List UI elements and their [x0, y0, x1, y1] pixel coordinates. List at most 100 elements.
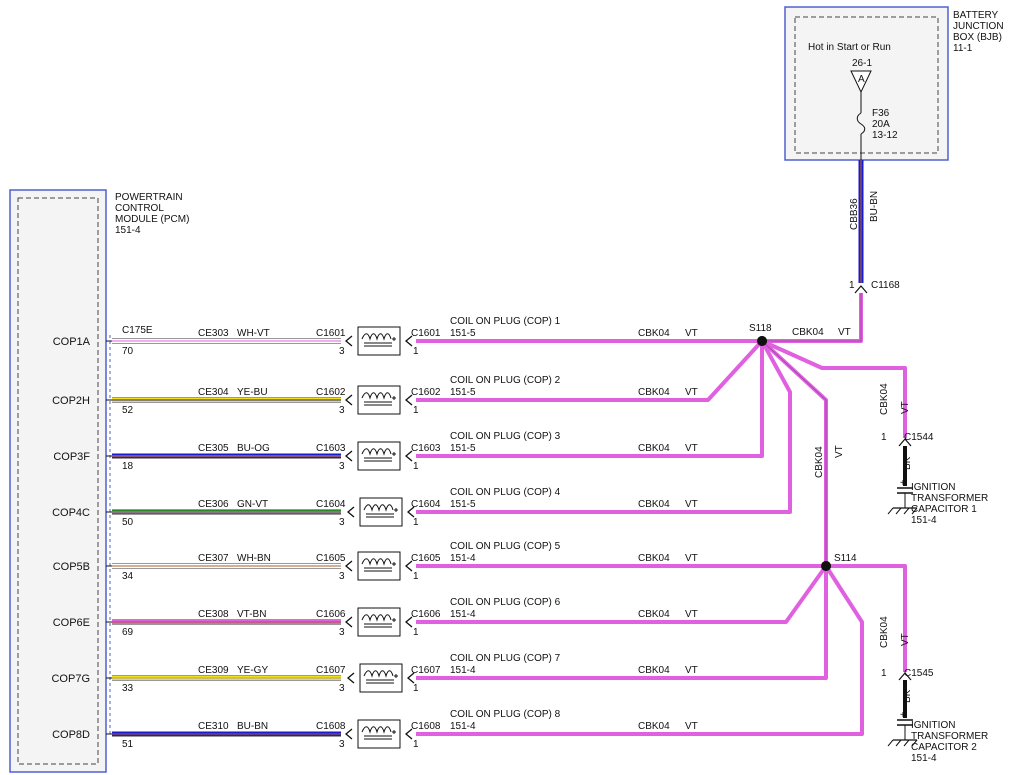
connector-label-in: C1607 [316, 665, 346, 676]
bjb-name-line-1: BATTERY [953, 10, 999, 21]
s118-branch-cop4 [416, 340, 792, 514]
connector-chevron-icon [346, 672, 355, 684]
s114-branch-cop8 [416, 564, 864, 736]
ignition-coil-box [359, 497, 403, 527]
s114-link-color: VT [834, 445, 845, 458]
cap2-connector: C1545 [904, 668, 934, 679]
wire-color: BU-BN [237, 721, 268, 732]
cap2-polarity: + [900, 710, 906, 721]
connector-label-out: C1605 [411, 553, 441, 564]
fuse-name: F36 [872, 108, 890, 119]
cap2-ground-wire: BK [902, 689, 913, 703]
wire-circuit: CE306 [198, 499, 229, 510]
cap2-name-line-3: CAPACITOR 2 [911, 742, 977, 753]
coil-winding-icon [361, 392, 392, 400]
coil-winding-icon [361, 558, 392, 566]
connector-label-in: C1604 [316, 499, 346, 510]
pcm-pin-name: COP1A [53, 336, 91, 348]
splice-s118-label: S118 [749, 323, 772, 334]
pcm-pin-number: 52 [122, 405, 134, 416]
coil-name: COIL ON PLUG (COP) 1 [450, 316, 561, 327]
pcm-pin-number: 33 [122, 683, 134, 694]
connector-pin-out: 1 [413, 627, 419, 638]
pcm-pin-number: 50 [122, 517, 134, 528]
connector-pin-out: 1 [413, 571, 419, 582]
coil-winding-icon [363, 670, 394, 678]
connector-label-out: C1606 [411, 609, 441, 620]
coil-ref: 151-4 [450, 665, 476, 676]
connector-label-in: C1601 [316, 328, 346, 339]
cap2-wire-circuit: CBK04 [879, 616, 890, 648]
s118-feed-circuit: CBK04 [792, 327, 824, 338]
wire-color: YE-BU [237, 387, 268, 398]
connector-pin-in: 3 [339, 683, 345, 694]
cap1-wire-color: VT [900, 401, 911, 414]
s118-branch-cap1 [761, 339, 907, 438]
connector-pin-out: 1 [413, 517, 419, 528]
connector-pin-out: 1 [413, 739, 419, 750]
connector-label-in: C1603 [316, 443, 346, 454]
s118-s114-link [760, 339, 828, 566]
cap1-polarity: + [900, 478, 906, 489]
connector-chevron-icon [344, 728, 353, 740]
cap2-pin: 1 [881, 668, 887, 679]
wire-color: GN-VT [237, 499, 268, 510]
cap1-name-line-3: CAPACITOR 1 [911, 504, 977, 515]
out-circuit: CBK04 [638, 328, 670, 339]
pcm-pin-name: COP2H [52, 395, 90, 407]
wire-circuit: CE310 [198, 721, 229, 732]
wire-circuit: CE309 [198, 665, 229, 676]
connector-pin-in: 3 [339, 739, 345, 750]
bjb-wire-circuit: CBB36 [849, 198, 860, 230]
s118-feed-wire [762, 293, 863, 343]
connector-chevron-icon [404, 728, 413, 740]
wire-circuit: CE308 [198, 609, 229, 620]
wire-color: WH-VT [237, 328, 270, 339]
out-circuit: CBK04 [638, 499, 670, 510]
connector-chevron-icon [344, 616, 353, 628]
coil-winding-icon [361, 448, 392, 456]
pcm-pin-name: COP5B [53, 561, 90, 573]
coil-ref: 151-5 [450, 387, 476, 398]
connector-chevron-icon [344, 335, 353, 347]
ignition-coil-box [357, 607, 401, 637]
pcm-pin-name: COP3F [53, 451, 90, 463]
coil-ref: 151-5 [450, 328, 476, 339]
connector-chevron-icon [406, 506, 415, 518]
out-color: VT [685, 665, 698, 676]
wire-color: BU-OG [237, 443, 270, 454]
connector-label-in: C1602 [316, 387, 346, 398]
coil-name: COIL ON PLUG (COP) 2 [450, 375, 561, 386]
out-circuit: CBK04 [638, 721, 670, 732]
wire-circuit: CE307 [198, 553, 229, 564]
connector-chevron-icon [404, 335, 413, 347]
connector-pin-in: 3 [339, 517, 345, 528]
connector-pin-in: 3 [339, 405, 345, 416]
out-color: VT [685, 721, 698, 732]
bjb-feed-wire: CBB36 BU-BN [849, 160, 880, 283]
pcm-name-line-1: POWERTRAIN [115, 192, 183, 203]
wire-color: WH-BN [237, 553, 271, 564]
wire-color: VT-BN [237, 609, 266, 620]
bjb-hot-label: Hot in Start or Run [808, 42, 891, 53]
connector-pin-in: 3 [339, 346, 345, 357]
connector-chevron-icon [406, 672, 415, 684]
coil-ref: 151-5 [450, 499, 476, 510]
cap2-name-line-1: IGNITION [911, 720, 955, 731]
coil-name: COIL ON PLUG (COP) 8 [450, 709, 561, 720]
pcm-pin-number: 51 [122, 739, 134, 750]
connector-chevron-icon [404, 394, 413, 406]
fuse-icon [856, 112, 866, 135]
cap1-connector-chevron-icon [898, 438, 912, 447]
out-circuit: CBK04 [638, 665, 670, 676]
connector-chevron-icon [344, 560, 353, 572]
ignition-coil-box [357, 551, 401, 581]
cap2-name-line-4: 151-4 [911, 753, 937, 764]
fuse-ref: 13-12 [872, 130, 898, 141]
